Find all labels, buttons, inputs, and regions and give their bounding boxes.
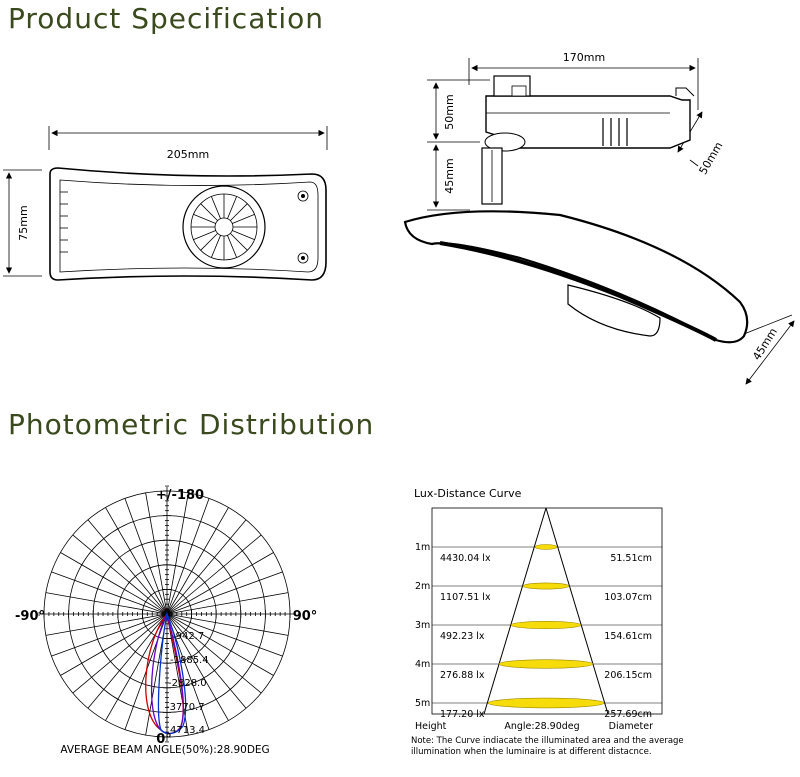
lux-angle-label: Angle:28.90deg <box>504 721 579 732</box>
beam-cone <box>483 507 609 715</box>
side-width-label: 170mm <box>563 51 605 64</box>
lux-row-diameter: 257.69cm <box>604 709 652 720</box>
lux-distance-chart: Lux-Distance Curve 1m 4430.04 lx 51.51cm 2m… <box>411 487 684 757</box>
polar-left-label: -90° <box>15 609 45 624</box>
polar-intensity-label: 4713.4 <box>170 725 205 736</box>
polar-right-label: 90° <box>293 609 318 624</box>
lux-row-illuminance: 4430.04 lx <box>440 553 491 564</box>
polar-intensity-label: -1885.4 <box>170 655 209 666</box>
lux-row-illuminance: 492.23 lx <box>440 631 485 642</box>
illuminated-area <box>510 620 582 629</box>
lux-note-line-2: illumination when the luminaire is at di… <box>411 747 652 757</box>
lux-row-height: 2m <box>415 581 430 592</box>
lux-row-height: 4m <box>415 659 430 670</box>
polar-intensity-label: -942.7 <box>172 631 204 642</box>
lux-note-line-1: Note: The Curve indiacate the illuminate… <box>411 736 684 746</box>
illuminated-area <box>522 582 570 590</box>
fixture-head-outline <box>403 210 749 344</box>
top-width-label: 205mm <box>167 148 209 161</box>
lux-height-header: Height <box>415 721 447 732</box>
polar-diagram: +/-180 -90° 90° 0° -942.7 -1885.4 -2828.0 -… <box>15 485 318 756</box>
side-view-drawing: 170mm 50mm 45mm 50mm 45mm <box>403 51 795 385</box>
polar-intensity-label: -2828.0 <box>168 678 207 689</box>
side-lower-height-label: 45mm <box>443 158 456 193</box>
side-head-label: 45mm <box>750 326 780 363</box>
lux-row-diameter: 103.07cm <box>604 592 652 603</box>
lux-chart-title: Lux-Distance Curve <box>414 487 522 500</box>
polar-intensity-curve <box>157 611 187 735</box>
top-height-label: 75mm <box>17 205 30 240</box>
lux-diameter-header: Diameter <box>609 721 653 732</box>
product-specification-heading: Product Specification <box>8 2 324 35</box>
lux-row-illuminance: 177.20 lx <box>440 709 485 720</box>
beam-angle-caption: AVERAGE BEAM ANGLE(50%):28.90DEG <box>60 744 269 756</box>
illuminated-area <box>534 544 558 550</box>
polar-top-label: +/-180 <box>156 488 204 503</box>
illuminated-area <box>498 659 594 669</box>
side-bracket-label: 50mm <box>696 140 725 177</box>
polar-intensity-label: -3770.7 <box>166 702 205 713</box>
side-upper-height-label: 50mm <box>443 94 456 129</box>
lux-row-illuminance: 276.88 lx <box>440 670 485 681</box>
lux-row-illuminance: 1107.51 lx <box>440 592 491 603</box>
lux-chart-frame <box>431 507 663 715</box>
polar-bottom-label: 0° <box>156 732 172 747</box>
photometric-distribution-heading: Photometric Distribution <box>8 408 375 441</box>
lux-row-diameter: 206.15cm <box>604 670 652 681</box>
lux-row-diameter: 51.51cm <box>610 553 652 564</box>
lux-row-height: 5m <box>415 698 430 709</box>
top-view-drawing: 205mm 75mm <box>3 126 328 281</box>
lux-row-diameter: 154.61cm <box>604 631 652 642</box>
lux-row-height: 1m <box>415 542 430 553</box>
lux-row-height: 3m <box>415 620 430 631</box>
illuminated-area <box>487 697 605 709</box>
